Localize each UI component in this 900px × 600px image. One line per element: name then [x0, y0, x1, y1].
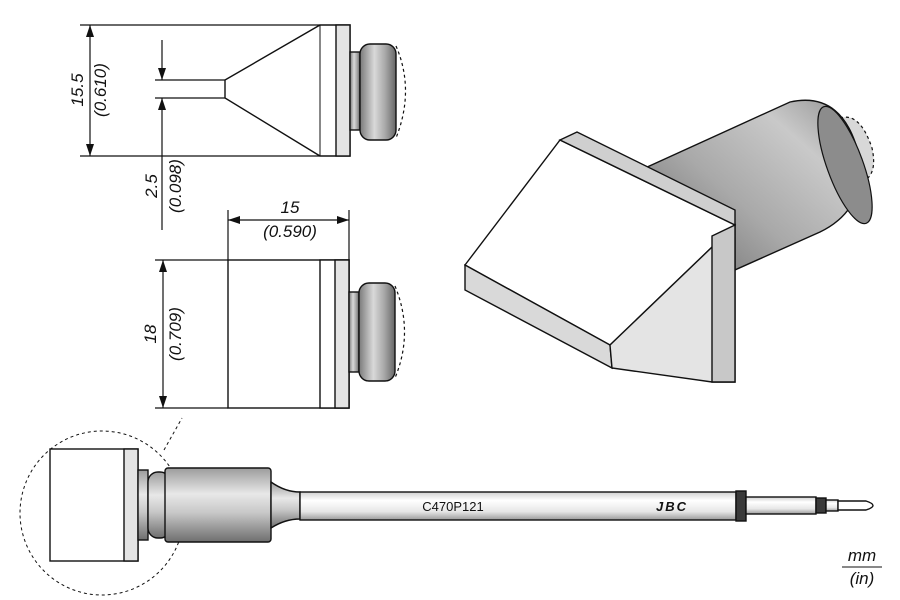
units-secondary: (in): [850, 569, 875, 588]
cartridge-ring: [735, 490, 747, 522]
cartridge-shaft: [299, 491, 737, 521]
dim-height-top-mm: 15.5: [68, 73, 87, 107]
isometric-view: [463, 99, 875, 383]
side-view: [155, 210, 406, 409]
brand-mark: JBC: [656, 499, 688, 514]
dim-height-top-in: (0.610): [91, 63, 110, 117]
side-view-connector: [358, 282, 396, 382]
side-view-collar: [348, 291, 360, 373]
units-legend: mm (in): [842, 546, 882, 588]
top-view-tip-body: [224, 24, 351, 157]
top-view-connector-end: [395, 45, 407, 139]
units-primary: mm: [848, 546, 876, 565]
cartridge-pin: [837, 500, 874, 511]
dim-tip-width-in: (0.098): [166, 159, 185, 213]
dim-height-side-mm: 18: [141, 324, 160, 343]
cartridge-sleeve: [164, 467, 272, 543]
dim-height-side-in: (0.709): [166, 307, 185, 361]
dim-tip-width-mm: 2.5: [142, 174, 161, 199]
top-view-connector: [359, 43, 397, 141]
dim-length-in: (0.590): [263, 222, 317, 241]
part-number-label: C470P121: [422, 499, 483, 514]
dim-length-mm: 15: [281, 198, 300, 217]
full-cartridge-view: [19, 417, 874, 596]
iso-tip-band: [558, 131, 736, 227]
side-view-connector-end: [394, 285, 406, 379]
top-view-band: [335, 24, 351, 157]
top-view-collar: [349, 51, 361, 131]
top-view: [80, 24, 407, 230]
